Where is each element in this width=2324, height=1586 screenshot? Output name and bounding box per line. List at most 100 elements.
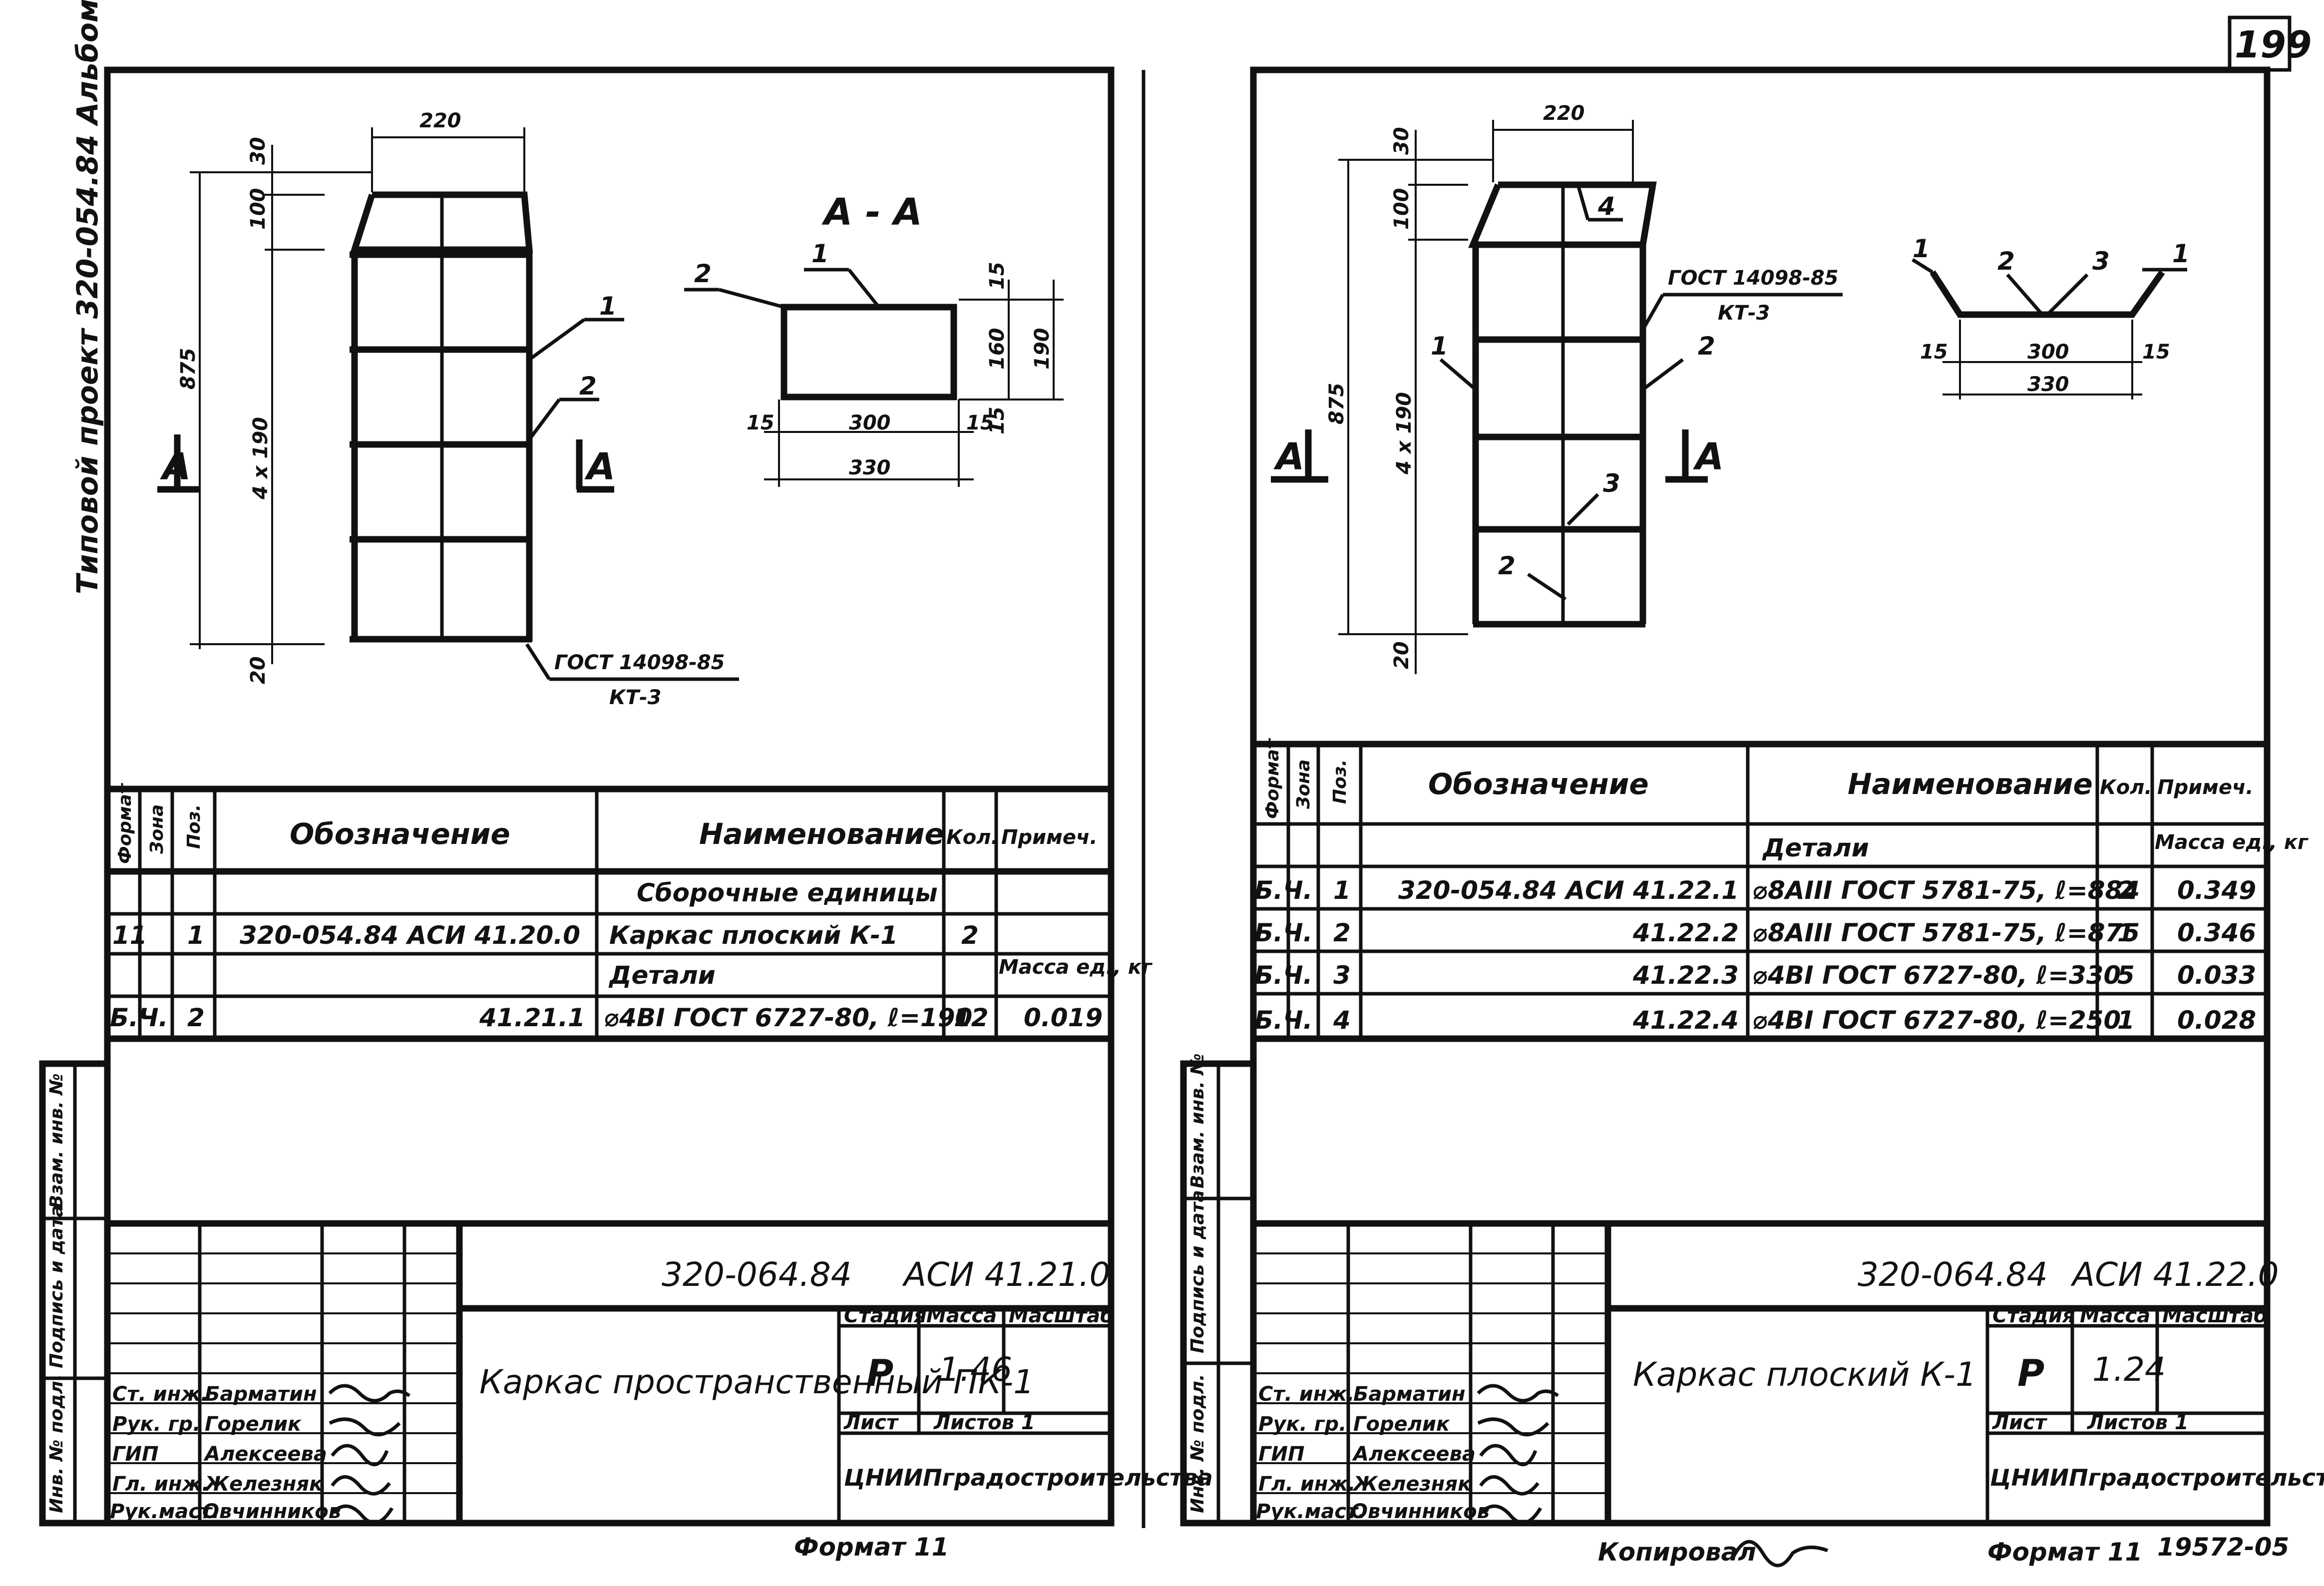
right-profile-callout-2: 2: [1997, 247, 2015, 276]
right-person-name: Горелик: [1353, 1413, 1450, 1436]
right-person-name: Барматин: [1353, 1383, 1466, 1406]
right-title-stage: Р: [2017, 1352, 2044, 1395]
left-spec-row3-name: Детали: [608, 961, 716, 990]
left-spec-row2-pos: 1: [187, 921, 205, 950]
left-person-role: Ст. инж.: [112, 1383, 208, 1406]
right-format-footer: Формат 11: [1987, 1538, 2142, 1567]
right-archive-number: 19572-05: [2157, 1533, 2289, 1562]
left-section-callout-2: 2: [694, 259, 712, 288]
right-profile-callout-3: 3: [2092, 247, 2110, 276]
right-sheet-frame: [1250, 66, 2271, 1527]
right-title-name: Каркас плоский К-1: [1633, 1355, 1976, 1394]
left-section-height-outer: 190: [1031, 328, 1054, 370]
right-spec-row3-designation: 41.22.2: [1632, 918, 1739, 947]
right-dim-grid-height: 4 x 190: [1393, 392, 1416, 475]
left-title-name: Каркас пространственный ПК-1: [479, 1363, 1034, 1401]
right-spec-row2-name: ⌀8АIII ГОСТ 5781-75, ℓ=884: [1753, 876, 2140, 905]
right-spec-row3-pos: 2: [1333, 918, 1351, 947]
sheet-number: 199: [2235, 23, 2312, 66]
left-person-role: Рук.маст.: [110, 1500, 220, 1523]
left-side-stamp-sign: Подпись и дата: [46, 1205, 67, 1368]
left-spec-row4-qty: 12: [954, 1003, 989, 1032]
right-profile-inner: 300: [2027, 341, 2069, 364]
right-spec-header-pos: Поз.: [1330, 760, 1350, 804]
right-spec-header-designation: Обозначение: [1428, 767, 1649, 801]
left-spec-row2-qty: 2: [961, 921, 979, 950]
right-dim-top-width: 220: [1543, 102, 1585, 125]
right-spec-header-format: Формат: [1262, 738, 1283, 819]
left-spec-header-designation: Обозначение: [290, 817, 510, 851]
left-dim-grid-height: 4 x 190: [249, 417, 272, 500]
right-title-stage-label: Стадия: [1992, 1304, 2075, 1327]
left-person-role: ГИП: [112, 1443, 158, 1466]
left-person-role: Гл. инж.: [112, 1473, 210, 1496]
right-spec-row3-name: ⌀8АIII ГОСТ 5781-75, ℓ=875: [1753, 918, 2140, 947]
left-person-name: Овчинников: [202, 1500, 341, 1523]
left-title-organization: ЦНИИПградостроительства: [844, 1464, 1213, 1491]
left-spec-row4-pos: 2: [187, 1003, 205, 1032]
left-section-bottom-edge: 15: [986, 406, 1009, 434]
right-spec-row5-designation: 41.22.4: [1632, 1006, 1739, 1035]
right-weld-code: КТ-3: [1718, 302, 1770, 325]
right-title-doc-suffix: АСИ 41.22.0: [2070, 1255, 2279, 1294]
right-title-mass: 1.24: [2092, 1350, 2166, 1389]
left-section-side-left: 15: [747, 411, 775, 434]
left-section-inner-width: 300: [849, 411, 891, 434]
left-section-side-right: 15: [966, 411, 994, 434]
left-spec-row3-note: Масса ед., кг: [999, 956, 1153, 979]
left-callout-2a: 2: [579, 372, 597, 400]
right-title-scale-label: Масштаб: [2162, 1304, 2268, 1327]
right-person-role: ГИП: [1258, 1443, 1304, 1466]
left-weld-code: КТ-3: [609, 686, 661, 709]
right-profile-drawing: [1912, 258, 2187, 399]
right-spec-header-qty: Кол.: [2100, 776, 2152, 799]
left-title-mass-label: Масса: [926, 1304, 997, 1327]
right-title-sheets-label: Листов 1: [2087, 1411, 2189, 1434]
right-callout-1: 1: [1431, 332, 1448, 361]
left-title-people: Ст. инж. Барматин Рук. гр. Горелик ГИП А…: [110, 1383, 341, 1523]
left-title-doc-suffix: АСИ 41.21.0: [902, 1255, 1111, 1294]
left-title-block-grid: [107, 1220, 1111, 1523]
left-title-mass: 1.46: [939, 1350, 1012, 1389]
left-spec-row4-designation: 41.21.1: [479, 1003, 585, 1032]
left-sheet-frame: [104, 66, 1115, 1527]
left-spec-header-format: Формат: [115, 783, 135, 864]
left-person-name: Горелик: [205, 1413, 302, 1436]
left-title-sheet-label: Лист: [843, 1411, 899, 1434]
right-spec-row2-pos: 1: [1333, 876, 1351, 905]
right-spec-row1-name: Детали: [1762, 833, 1869, 862]
left-title-stage-label: Стадия: [844, 1304, 927, 1327]
left-person-name: Барматин: [205, 1383, 317, 1406]
right-profile-right: 15: [2142, 341, 2170, 364]
right-title-organization: ЦНИИПградостроительства: [1990, 1464, 2324, 1491]
right-profile-callout-1a: 1: [1913, 234, 1930, 263]
right-signature-scribbles: [1477, 1384, 1559, 1525]
left-frame-drawing: [157, 127, 739, 681]
right-dim-top-offset-2: 100: [1390, 188, 1413, 230]
left-person-role: Рук. гр.: [112, 1413, 200, 1436]
right-callout-3: 3: [1603, 469, 1620, 498]
left-dim-top-width: 220: [419, 109, 461, 132]
left-signature-scribbles: [328, 1384, 411, 1525]
right-spec-row4-pos: 3: [1333, 961, 1351, 990]
right-title-block-grid: [1253, 1220, 2267, 1523]
right-callout-2a: 2: [1698, 332, 1715, 361]
right-title-people: Ст. инж. Барматин Рук. гр. Горелик ГИП А…: [1256, 1383, 1490, 1523]
left-format-footer: Формат 11: [794, 1533, 949, 1562]
right-spec-row3-format: Б.Ч.: [1254, 918, 1313, 947]
left-spec-header-zone: Зона: [147, 804, 167, 854]
right-spec-row3-note: 0.346: [2177, 918, 2256, 947]
left-title-stage: Р: [866, 1352, 893, 1395]
right-spec-header-note: Примеч.: [2157, 776, 2254, 799]
left-spec-row2-designation: 320-054.84 АСИ 41.20.0: [240, 921, 580, 950]
right-dim-bottom-offset: 20: [1390, 641, 1413, 669]
right-spec-header-name: Наименование: [1848, 767, 2093, 801]
left-section-aa-label: А - А: [821, 191, 922, 234]
left-section-height-inner: 160: [986, 328, 1009, 370]
right-dim-total-height: 875: [1325, 383, 1348, 425]
right-profile-left: 15: [1920, 341, 1948, 364]
right-section-mark-left: А: [1273, 435, 1304, 478]
right-copied-label: Копировал: [1598, 1538, 1756, 1567]
left-spec-header-note: Примеч.: [1001, 826, 1098, 849]
left-section-mark-left: А: [160, 445, 191, 488]
